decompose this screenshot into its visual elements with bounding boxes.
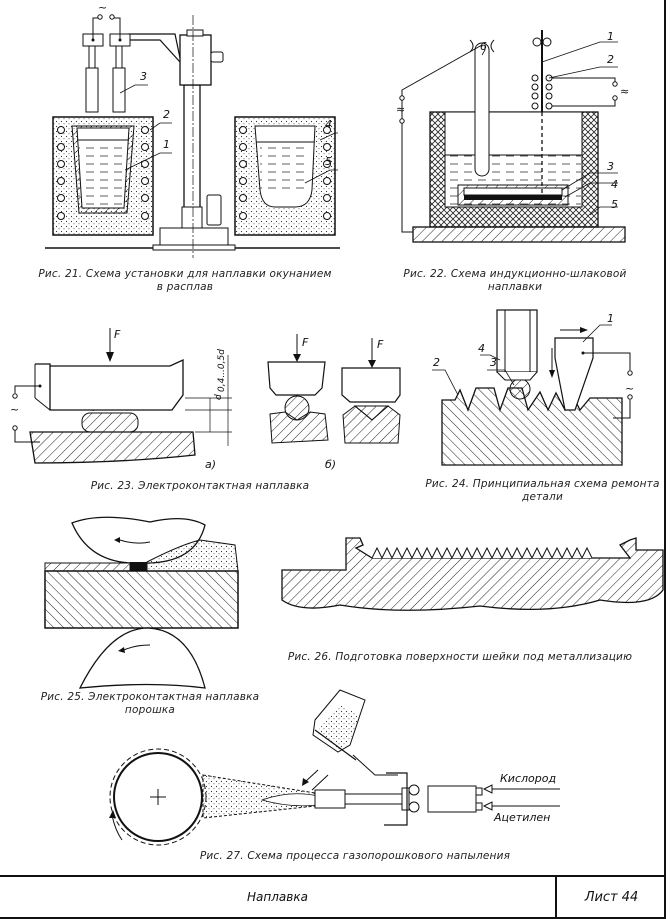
fig21-label-2: 2 [163, 108, 170, 121]
fig24-ac-symbol: ~ [625, 382, 634, 395]
fig21-ac-symbol: ~ [98, 1, 107, 14]
figure-26 [281, 537, 664, 611]
fig22-caption: Рис. 22. Схема индукционно-шлаковой напл… [403, 268, 627, 293]
fig22-label-5: 5 [611, 198, 618, 211]
fig22-ac-symbol: ≈ [396, 103, 405, 116]
fig24-label-1: 1 [607, 312, 614, 325]
fig23b-force-label-2: F [377, 338, 384, 351]
fig22-label-4: 4 [611, 178, 618, 191]
fig24-label-4: 4 [478, 342, 485, 355]
fig23-sub-a: а) [205, 458, 216, 471]
fig22-label-6: 6 [480, 40, 487, 53]
fig25-caption-line2: порошка [124, 704, 176, 716]
fig24-label-3: 3 [490, 356, 497, 369]
title-block-name: Наплавка [0, 877, 557, 917]
fig23-caption: Рис. 23. Электроконтактная наплавка [90, 480, 310, 492]
fig22-hf-symbol: ≈ [620, 85, 629, 98]
fig23-dim-gap: 0,4...0,5d [217, 349, 227, 392]
fig22-label-1: 1 [607, 30, 614, 43]
fig24-caption-line1: Рис. 24. Принципиальная схема ремонта [425, 478, 660, 490]
fig24-label-2: 2 [433, 356, 440, 369]
fig21-caption-line1: Рис. 21. Схема установки для наплавки ок… [38, 268, 332, 280]
fig21-caption-line2: в расплав [156, 281, 214, 293]
figure-24: ~ 1 2 3 4 [432, 309, 634, 466]
figure-25 [44, 516, 239, 689]
fig21-label-4: 4 [325, 118, 332, 131]
fig23b-force-label-1: F [302, 336, 309, 349]
figure-22: ≈ ≈ 6 1 2 [396, 30, 629, 243]
fig27-oxygen-label: Кислород [500, 772, 556, 785]
fig26-caption: Рис. 26. Подготовка поверхности шейки по… [287, 651, 633, 663]
fig21-label-5: 5 [325, 155, 332, 168]
title-block-sheet-number: Лист 44 [584, 889, 639, 905]
fig21-caption: Рис. 21. Схема установки для наплавки ок… [25, 268, 345, 294]
fig22-label-3: 3 [607, 160, 614, 173]
frame-border [664, 0, 666, 919]
figure-21: 3 2 1 4 5 ~ [45, 1, 340, 258]
figure-23: F ~ d 0,4...0,5d а) F [10, 328, 401, 471]
fig23-dim-d: d [214, 394, 224, 400]
fig21-label-3: 3 [140, 70, 147, 83]
fig23-force-label: F [114, 328, 121, 341]
fig23-ac-symbol: ~ [10, 403, 19, 416]
fig27-caption: Рис. 27. Схема процесса газопорошкового … [199, 850, 511, 862]
fig27-acetylene-label: Ацетилен [493, 811, 550, 824]
fig23-sub-b: б) [325, 458, 336, 471]
figure-27: Кислород Ацетилен [109, 689, 560, 846]
fig25-caption: Рис. 25. Электроконтактная наплавка поро… [25, 691, 275, 717]
fig22-label-2: 2 [607, 53, 614, 66]
fig24-caption: Рис. 24. Принципиальная схема ремонта де… [425, 478, 660, 504]
fig25-caption-line1: Рис. 25. Электроконтактная наплавка [40, 691, 260, 703]
fig21-label-1: 1 [163, 138, 170, 151]
title-block: Наплавка Лист 44 [0, 875, 666, 919]
fig24-caption-line2: детали [521, 491, 563, 503]
